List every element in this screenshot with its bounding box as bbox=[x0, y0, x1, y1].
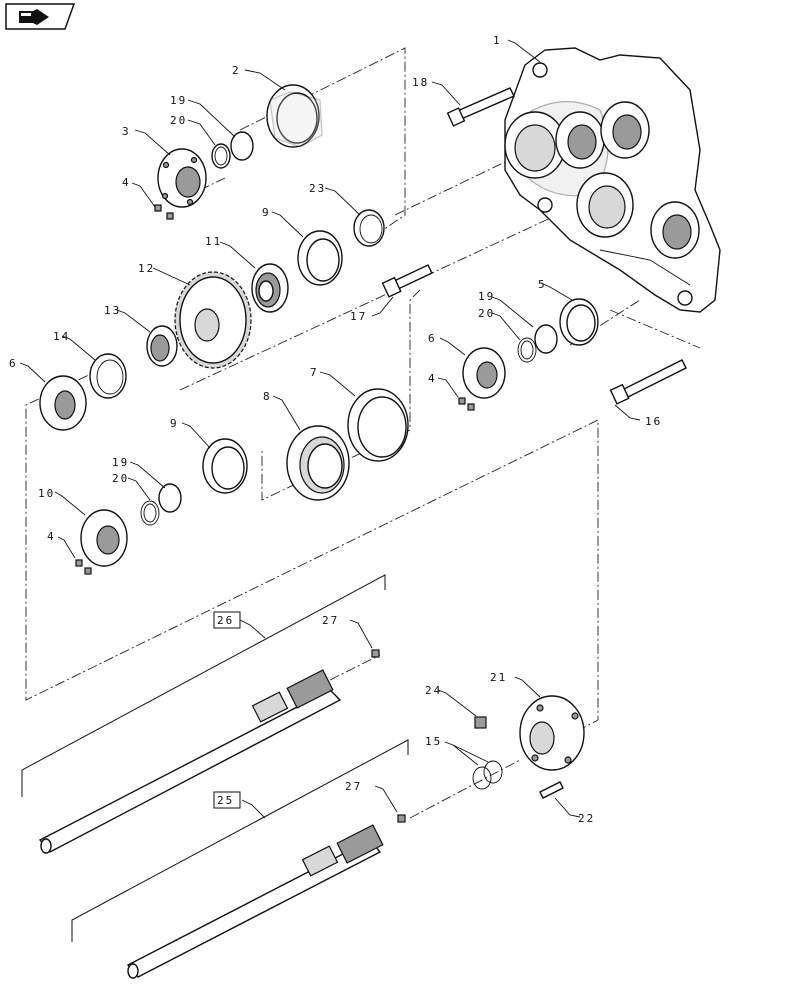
bracket-25 bbox=[71, 739, 409, 942]
plug-27a bbox=[371, 649, 380, 658]
screws-4a bbox=[154, 204, 174, 220]
callout-25: 25 bbox=[217, 794, 234, 807]
snap-ring-20a bbox=[211, 143, 231, 169]
retainer-6b bbox=[462, 347, 506, 399]
callout-6a: 6 bbox=[9, 357, 18, 370]
shim-19c bbox=[534, 324, 558, 354]
housing bbox=[504, 47, 721, 313]
callout-19a: 19 bbox=[170, 94, 187, 107]
callout-19b: 19 bbox=[478, 290, 495, 303]
bolt-22 bbox=[539, 781, 564, 799]
o-rings-15 bbox=[472, 760, 503, 790]
callout-7: 7 bbox=[310, 366, 319, 379]
callout-10: 10 bbox=[38, 487, 55, 500]
callout-3: 3 bbox=[122, 125, 131, 138]
shim-19a bbox=[230, 131, 254, 161]
bearing-cup-7 bbox=[347, 388, 409, 462]
callout-5: 5 bbox=[538, 278, 547, 291]
callout-9a: 9 bbox=[262, 206, 271, 219]
shaft-26 bbox=[38, 669, 342, 854]
bearing-cup-9a bbox=[297, 230, 343, 286]
bearing-cone-13 bbox=[146, 325, 178, 367]
callout-8: 8 bbox=[263, 390, 272, 403]
callout-20b: 20 bbox=[478, 307, 495, 320]
callout-23: 23 bbox=[309, 182, 326, 195]
bearing-cup-9b bbox=[202, 438, 248, 494]
callout-11: 11 bbox=[205, 235, 222, 248]
callout-4b: 4 bbox=[428, 372, 437, 385]
callout-9b: 9 bbox=[170, 417, 179, 430]
bearing-cup-14 bbox=[89, 353, 127, 399]
bearing-cone-11 bbox=[251, 263, 289, 313]
callout-4a: 4 bbox=[122, 176, 131, 189]
snap-ring-20b bbox=[140, 500, 160, 526]
shim-23 bbox=[353, 209, 385, 247]
callout-14: 14 bbox=[53, 330, 70, 343]
bearing-cup-2 bbox=[266, 84, 323, 148]
leader-lines bbox=[19, 39, 641, 819]
callout-labels: 1 2 3 4 4 4 5 6 6 7 8 9 9 10 11 12 13 14… bbox=[9, 34, 662, 825]
callout-2: 2 bbox=[232, 64, 241, 77]
retainer-6a bbox=[39, 375, 87, 431]
callout-20c: 20 bbox=[112, 472, 129, 485]
shaft-25 bbox=[126, 824, 384, 979]
callout-1: 1 bbox=[493, 34, 502, 47]
callout-16: 16 bbox=[645, 415, 662, 428]
callout-13: 13 bbox=[104, 304, 121, 317]
callout-22: 22 bbox=[578, 812, 595, 825]
bracket-26 bbox=[21, 574, 386, 797]
plug-27b bbox=[397, 814, 406, 823]
callout-19c: 19 bbox=[112, 456, 129, 469]
screws-4b bbox=[458, 397, 475, 411]
callout-24: 24 bbox=[425, 684, 442, 697]
callout-15: 15 bbox=[425, 735, 442, 748]
callout-17: 17 bbox=[350, 310, 367, 323]
callout-4c: 4 bbox=[47, 530, 56, 543]
bearing-cone-8 bbox=[286, 425, 350, 501]
callout-27b: 27 bbox=[345, 780, 362, 793]
bolt-17 bbox=[381, 264, 433, 298]
gear-12 bbox=[174, 271, 252, 369]
bolt-16 bbox=[609, 359, 687, 405]
callout-18: 18 bbox=[412, 76, 429, 89]
next-page-arrow-icon[interactable] bbox=[5, 3, 75, 30]
callout-20a: 20 bbox=[170, 114, 187, 127]
screws-4c bbox=[75, 559, 92, 575]
callout-26-box bbox=[213, 611, 241, 629]
callout-26: 26 bbox=[217, 614, 234, 627]
callout-12: 12 bbox=[138, 262, 155, 275]
bearing-cup-5 bbox=[559, 298, 599, 346]
plug-24 bbox=[474, 716, 487, 729]
snap-ring-20c bbox=[517, 337, 537, 363]
callout-25-box bbox=[213, 791, 241, 809]
shim-19b bbox=[158, 483, 182, 513]
cover-21 bbox=[519, 695, 585, 771]
callout-27a: 27 bbox=[322, 614, 339, 627]
retainer-10 bbox=[80, 509, 128, 567]
bolt-18 bbox=[446, 87, 515, 127]
retainer-3 bbox=[157, 148, 207, 208]
callout-6b: 6 bbox=[428, 332, 437, 345]
callout-21: 21 bbox=[490, 671, 507, 684]
